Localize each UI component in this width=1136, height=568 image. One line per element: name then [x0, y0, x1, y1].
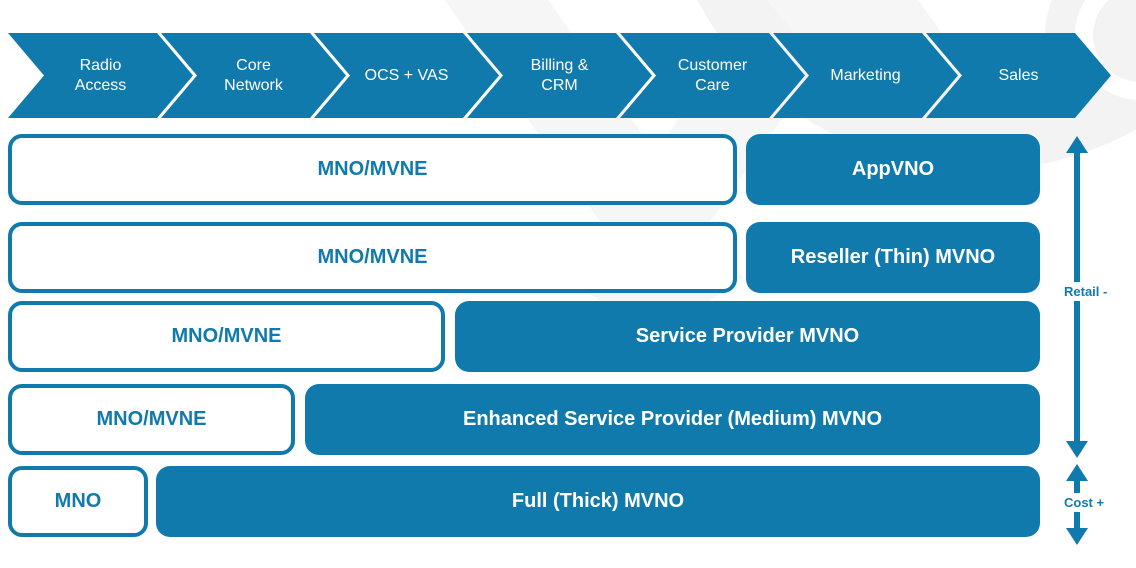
stage-label: Radio Access: [74, 56, 127, 94]
stage-label: Sales: [998, 66, 1039, 84]
value-chain-stage-ocs-vas: OCS + VAS: [314, 33, 499, 118]
cost-axis-arrow: Cost +: [1061, 464, 1126, 545]
value-chain-stage-radio-access: Radio Access: [8, 33, 193, 118]
mvno-box-enhanced-service-provider: Enhanced Service Provider (Medium) MVNO: [305, 384, 1040, 455]
mvno-label: Full (Thick) MVNO: [511, 490, 685, 512]
operator-label: MNO/MVNE: [317, 158, 428, 180]
operator-box: MNO/MVNE: [8, 301, 445, 372]
value-chain-stage-billing-crm: Billing & CRM: [467, 33, 652, 118]
mvno-box-full-thick: Full (Thick) MVNO: [156, 466, 1040, 537]
mvno-label: Service Provider MVNO: [635, 325, 860, 347]
cost-axis-label: Cost +: [1061, 493, 1108, 512]
arrow-up-icon: [1066, 136, 1088, 153]
operator-box: MNO/MVNE: [8, 384, 295, 455]
mvno-label: Reseller (Thin) MVNO: [790, 246, 996, 268]
mvno-box-reseller-thin: Reseller (Thin) MVNO: [746, 222, 1040, 293]
operator-label: MNO/MVNE: [96, 408, 207, 430]
arrow-up-icon: [1066, 464, 1088, 481]
arrow-down-icon: [1066, 441, 1088, 458]
stage-label: Marketing: [830, 66, 901, 84]
mvno-box-service-provider: Service Provider MVNO: [455, 301, 1040, 372]
operator-box: MNO/MVNE: [8, 222, 737, 293]
operator-box: MNO/MVNE: [8, 134, 737, 205]
stage-label: Customer Care: [677, 56, 748, 94]
retail-axis-label: Retail -: [1061, 282, 1111, 301]
mvno-label: AppVNO: [851, 158, 935, 180]
mvno-box-appvno: AppVNO: [746, 134, 1040, 205]
operator-label: MNO/MVNE: [317, 246, 428, 268]
stage-label: Core Network: [224, 56, 283, 94]
value-chain: Radio Access Core Network OCS + VAS Bill…: [8, 33, 1118, 118]
retail-axis-arrow: Retail -: [1061, 136, 1126, 458]
mvno-label: Enhanced Service Provider (Medium) MVNO: [463, 408, 882, 430]
operator-label: MNO/MVNE: [171, 325, 282, 347]
operator-box: MNO: [8, 466, 148, 537]
operator-label: MNO: [54, 490, 102, 512]
stage-label: Billing & CRM: [530, 56, 589, 94]
arrow-down-icon: [1066, 528, 1088, 545]
stage-label: OCS + VAS: [364, 66, 449, 84]
